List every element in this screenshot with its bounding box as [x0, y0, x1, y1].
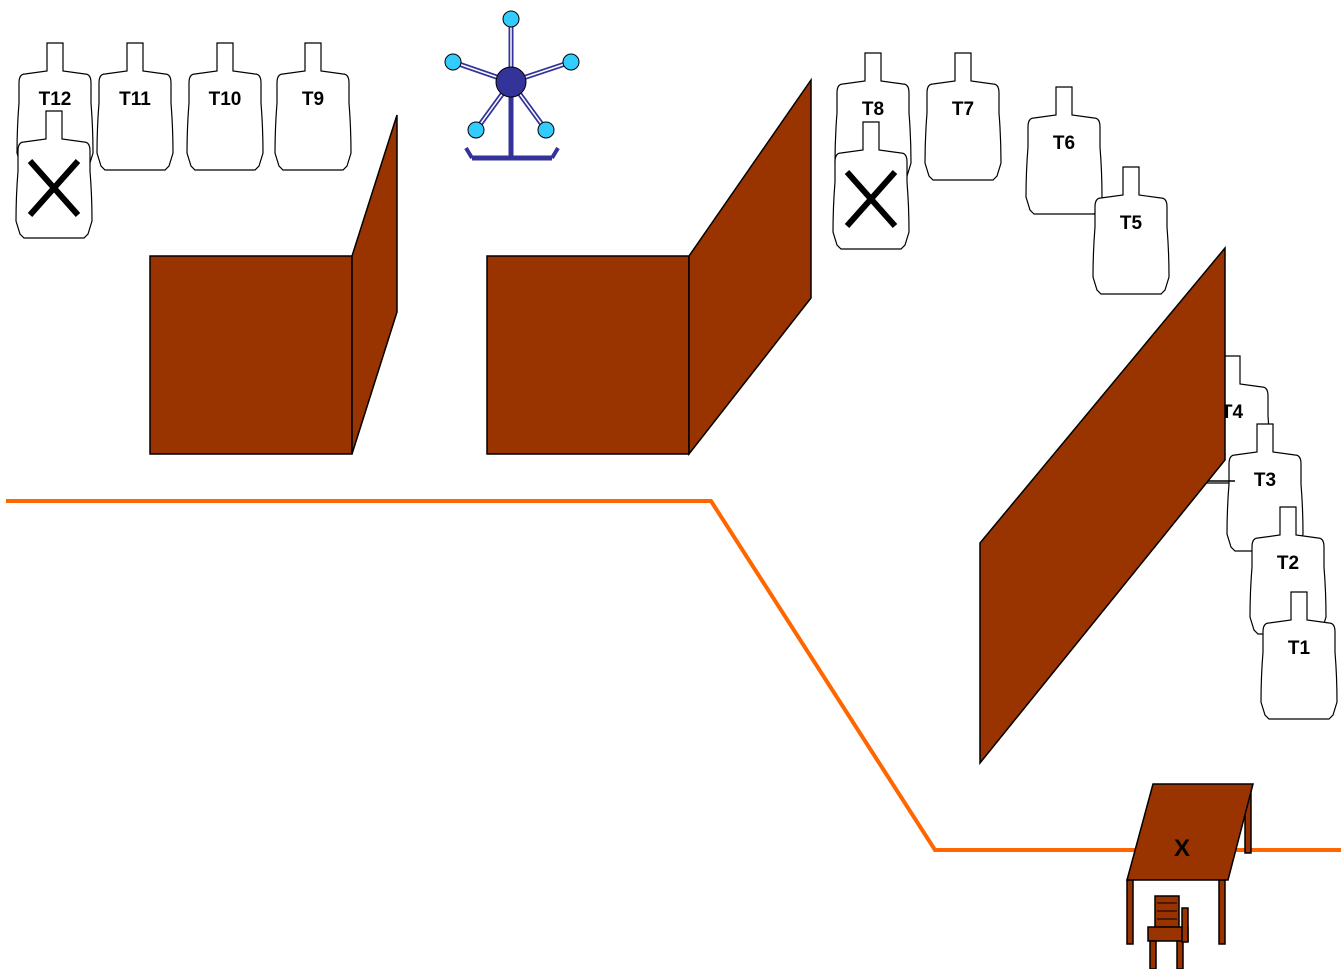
popper-plate — [537, 121, 555, 139]
target-t1: T1 — [1260, 591, 1338, 720]
left-barricade-side — [351, 114, 398, 455]
target-t5: T5 — [1092, 166, 1170, 295]
left-barricade — [149, 114, 398, 455]
popper-plate — [467, 121, 485, 139]
target-label: T2 — [1277, 553, 1299, 574]
popper-plate — [562, 53, 580, 71]
target-label: T6 — [1053, 133, 1075, 154]
no-shoot-x-mark — [27, 159, 81, 217]
target-label: T9 — [302, 89, 324, 110]
target-t3: T3 — [1226, 423, 1304, 552]
target-label: T1 — [1288, 638, 1311, 659]
target-t8: T8 — [834, 52, 912, 181]
target-label: T8 — [862, 99, 884, 120]
chair-icon — [1147, 895, 1189, 969]
popper-plate — [502, 10, 520, 28]
no-shoot-x-mark — [844, 170, 898, 228]
target-label: T7 — [952, 99, 974, 120]
table-top — [1126, 783, 1254, 881]
right-wall — [979, 245, 1226, 766]
middle-barricade-side — [688, 77, 812, 457]
target-label: T5 — [1120, 213, 1143, 234]
middle-barricade — [486, 77, 812, 457]
target-label: T11 — [119, 89, 151, 110]
table-label: X — [1174, 835, 1190, 862]
left-barricade-front — [149, 255, 353, 455]
no-shoot-target — [832, 121, 910, 250]
middle-barricade-front — [486, 255, 690, 455]
target-t12: T12 — [16, 42, 94, 171]
popper-plate — [444, 53, 462, 71]
target-t6: T6 — [1025, 86, 1103, 215]
star-popper-icon — [444, 10, 580, 161]
target-t11: T11 — [96, 42, 174, 171]
no-shoot-target — [15, 110, 93, 239]
target-t7: T7 — [924, 52, 1002, 181]
target-t4: T4 — [1193, 355, 1271, 484]
target-label: T4 — [1221, 402, 1244, 423]
target-label: T3 — [1254, 470, 1276, 491]
target-label: T12 — [39, 89, 72, 110]
target-t9: T9 — [274, 42, 352, 171]
target-t10: T10 — [186, 42, 264, 171]
target-label: T10 — [209, 89, 242, 110]
table-leg — [1126, 879, 1134, 945]
target-t2: T2 — [1249, 506, 1327, 635]
table-leg — [1218, 879, 1226, 945]
shooting-table: X — [1126, 783, 1254, 969]
